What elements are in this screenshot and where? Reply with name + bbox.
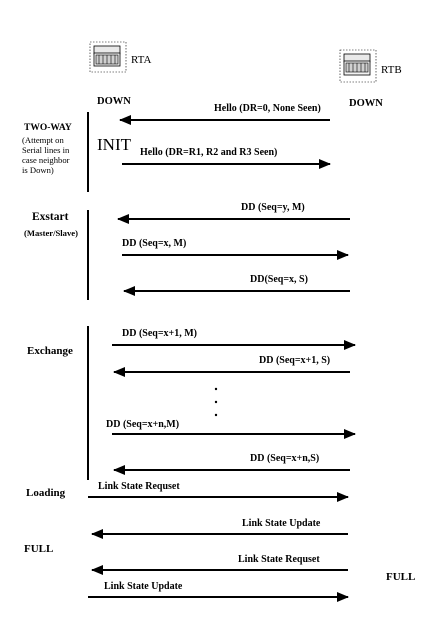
message-link-state-update-rta: Link State Update: [88, 581, 349, 602]
message-label: DD (Seq=x+1, S): [259, 355, 330, 366]
message-dd-seq-xn-s: DD (Seq=x+n,S): [113, 453, 350, 475]
router-icon: [339, 49, 377, 83]
exstart-state: Exstart: [32, 211, 69, 223]
message-label: Link State Update: [242, 518, 321, 529]
message-label: DD (Seq=y, M): [241, 202, 305, 213]
rtb-down-state: DOWN: [349, 98, 383, 109]
rta-full-state: FULL: [24, 543, 53, 555]
message-label: DD (Seq=x, M): [122, 238, 186, 249]
two-way-note-line-4: is Down): [22, 165, 54, 175]
message-dd-seq-x1-s: DD (Seq=x+1, S): [113, 355, 350, 377]
rta-router: RTA: [89, 41, 152, 73]
rtb-full-state: FULL: [386, 571, 415, 583]
message-label: Link State Update: [104, 581, 183, 592]
init-state: INIT: [97, 135, 132, 154]
message-label: DD (Seq=x+n,M): [106, 419, 179, 430]
exstart-note: (Master/Slave): [24, 228, 78, 238]
two-way-note-line-3: case neighbor: [22, 155, 70, 165]
message-dd-seq-y: DD (Seq=y, M): [117, 202, 350, 224]
message-label: Link State Requset: [238, 554, 320, 565]
message-label: Link State Requset: [98, 481, 180, 492]
continuation-dots: [214, 387, 218, 417]
message-dd-seq-xn-m: DD (Seq=x+n,M): [106, 419, 356, 439]
loading-state: Loading: [26, 487, 66, 499]
router-icon: [89, 41, 127, 73]
rta-down-state: DOWN: [97, 96, 131, 107]
two-way-note-line-1: (Attempt on: [22, 135, 64, 145]
message-hello-dr0: Hello (DR=0, None Seen): [119, 103, 330, 125]
rta-label: RTA: [131, 54, 152, 66]
message-label: DD (Seq=x+1, M): [122, 328, 197, 339]
message-link-state-request-rtb: Link State Requset: [91, 554, 348, 575]
message-label: DD(Seq=x, S): [250, 274, 308, 285]
message-dd-seq-x-m: DD (Seq=x, M): [122, 238, 349, 260]
message-link-state-request-rta: Link State Requset: [88, 481, 349, 502]
message-dd-seq-x-s: DD(Seq=x, S): [123, 274, 350, 296]
message-hello-dr-r1: Hello (DR=R1, R2 and R3 Seen): [122, 147, 331, 169]
exchange-state: Exchange: [27, 345, 73, 357]
two-way-note-line-2: Serial lines in: [22, 145, 70, 155]
message-dd-seq-x1-m: DD (Seq=x+1, M): [112, 328, 356, 350]
two-way-state: TWO-WAY: [24, 123, 72, 133]
message-label: DD (Seq=x+n,S): [250, 453, 319, 464]
message-label: Hello (DR=0, None Seen): [214, 103, 321, 114]
message-label: Hello (DR=R1, R2 and R3 Seen): [140, 147, 277, 158]
message-link-state-update-rtb: Link State Update: [91, 518, 348, 539]
rtb-label: RTB: [381, 64, 402, 76]
rtb-router: RTB: [339, 49, 402, 83]
